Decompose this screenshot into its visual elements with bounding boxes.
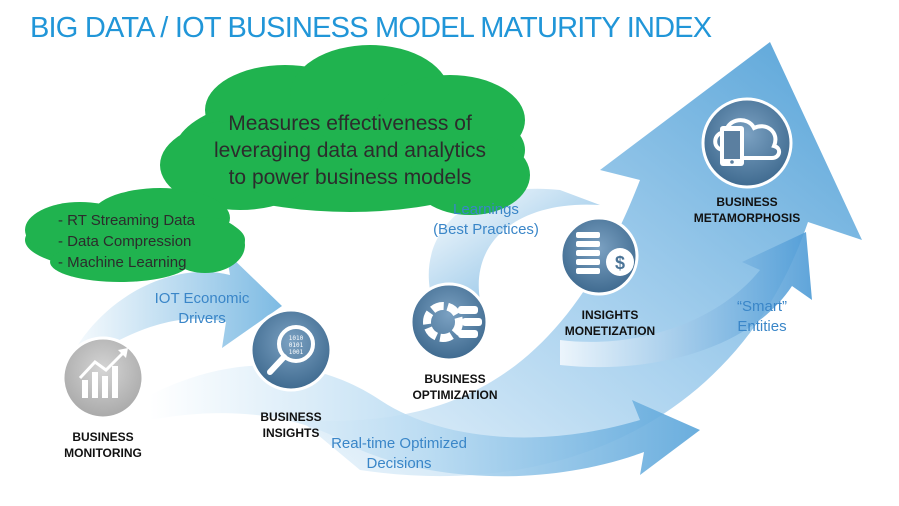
stage-label-line: BUSINESS [260, 410, 322, 424]
loop-arrow-shape [428, 188, 600, 300]
cloud-main-text: Measures effectiveness of leveraging dat… [190, 110, 510, 191]
stage-label-monetization: INSIGHTS MONETIZATION [550, 307, 670, 339]
stage-label-line: OPTIMIZATION [412, 388, 498, 402]
flow-label-line: Drivers [178, 310, 226, 327]
stage-label-line: INSIGHTS [262, 426, 320, 440]
flow-label-line: “Smart” [737, 298, 787, 315]
stage-label-line: INSIGHTS [581, 308, 639, 322]
stage-label-monitoring: BUSINESS MONITORING [48, 429, 158, 461]
cloud-main-line: Measures effectiveness of [228, 112, 472, 135]
flow-label-iot: IOT Economic Drivers [142, 289, 262, 329]
flow-label-learnings: Learnings (Best Practices) [420, 200, 552, 240]
cloud-bullet-item: - RT Streaming Data [58, 212, 195, 229]
cloud-bullet-list: - RT Streaming Data - Data Compression -… [58, 210, 195, 273]
gears-icon [409, 282, 489, 362]
stage-label-metamorphosis: BUSINESS METAMORPHOSIS [680, 194, 814, 226]
cloud-main-line: to power business models [228, 166, 472, 189]
flow-label-line: Learnings [453, 201, 519, 218]
page-title: BIG DATA / IOT BUSINESS MODEL MATURITY I… [30, 12, 712, 44]
flow-label-realtime: Real-time Optimized Decisions [318, 434, 480, 474]
flow-label-line: Decisions [366, 455, 432, 472]
cloud-bullet-item: - Machine Learning [58, 254, 187, 271]
stage-label-line: BUSINESS [716, 195, 778, 209]
stage-label-insights: BUSINESS INSIGHTS [240, 409, 342, 441]
cloud-main-line: leveraging data and analytics [213, 139, 486, 162]
svg-text:1001: 1001 [289, 349, 304, 356]
stage-label-line: MONITORING [64, 446, 142, 460]
magnifier-data-icon: 1010 0101 1001 [249, 308, 333, 392]
flow-label-line: Real-time Optimized [331, 435, 467, 452]
stage-label-optimization: BUSINESS OPTIMIZATION [398, 371, 512, 403]
flow-label-smart: “Smart” Entities [722, 297, 802, 337]
cloud-tablet-icon [701, 97, 793, 189]
cloud-bullet-item: - Data Compression [58, 233, 192, 250]
flow-label-line: Entities [737, 318, 787, 335]
left-arrow-shape [60, 252, 282, 380]
coins-dollar-icon: $ [559, 216, 639, 296]
stage-label-line: MONETIZATION [564, 324, 656, 338]
growth-chart-icon [61, 336, 145, 420]
flow-label-line: IOT Economic [154, 290, 250, 307]
green-cloud-main [160, 45, 530, 215]
stage-label-line: BUSINESS [424, 372, 486, 386]
svg-text:1010: 1010 [289, 335, 304, 342]
svg-text:$: $ [615, 253, 625, 273]
stage-label-line: METAMORPHOSIS [693, 211, 801, 225]
green-cloud-small [25, 188, 245, 282]
flow-label-line: (Best Practices) [433, 221, 539, 238]
right-arrow-shape [560, 232, 812, 368]
svg-text:0101: 0101 [289, 342, 304, 349]
stage-label-line: BUSINESS [72, 430, 134, 444]
bottom-arrow-shape [150, 365, 700, 477]
